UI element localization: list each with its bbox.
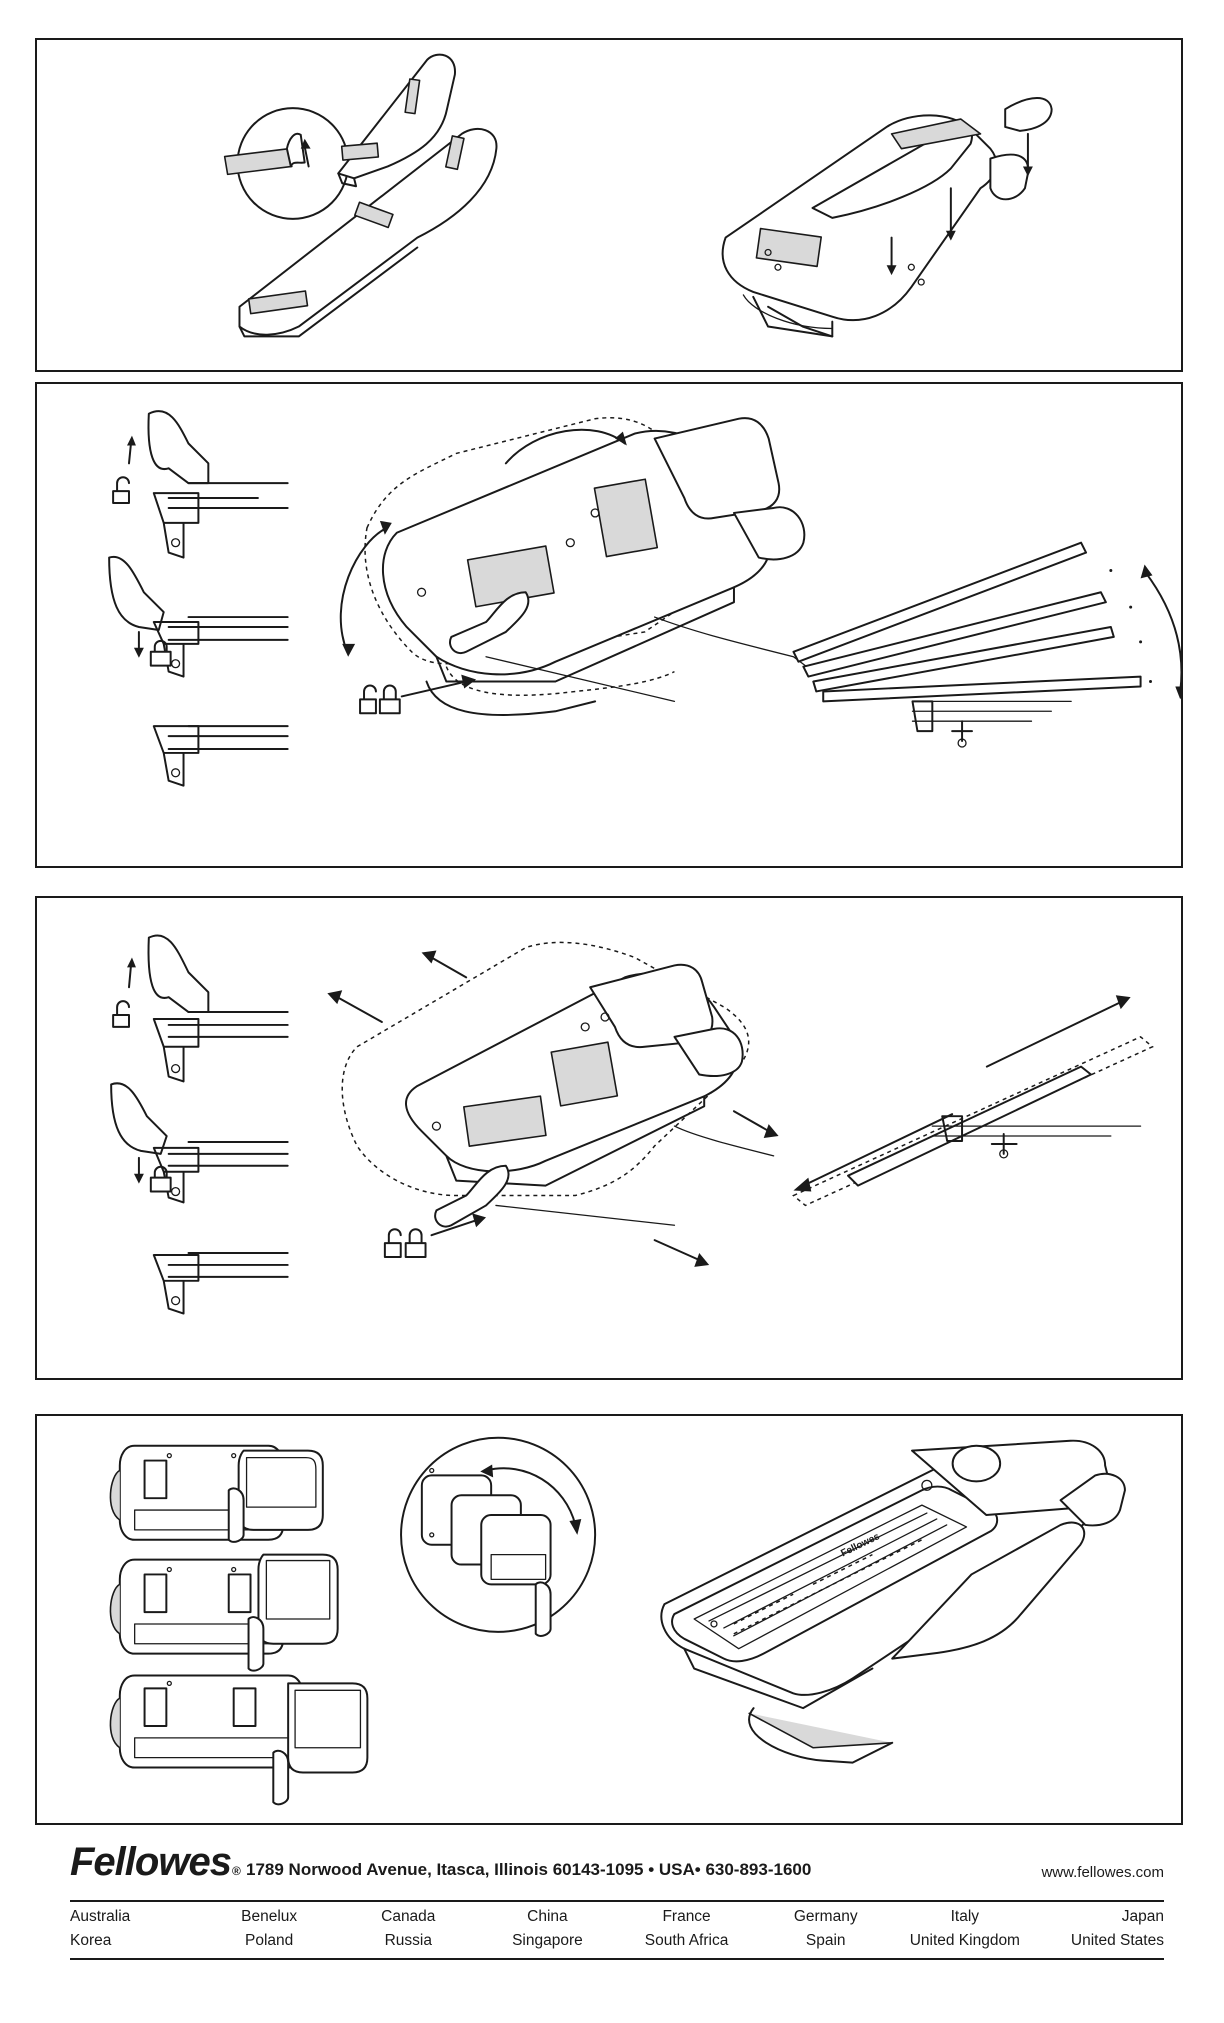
instruction-panel-1: [35, 38, 1183, 372]
mouse-position-step-1: [110, 1446, 322, 1542]
instruction-panel-4: Fellowes: [35, 1414, 1183, 1825]
lock-icon: [406, 1229, 426, 1257]
country-item: China: [487, 1908, 607, 1926]
lever-unlock-step: [113, 411, 288, 557]
lock-icon: [151, 1167, 171, 1192]
adhesive-peel-icon: [225, 108, 349, 219]
country-item: United Kingdom: [905, 1932, 1025, 1950]
country-item: Italy: [905, 1908, 1025, 1926]
lever-lock-step: [111, 1083, 288, 1202]
country-item: South Africa: [627, 1932, 747, 1950]
lever-lock-step: [109, 557, 288, 677]
rotate-arrow-icon: [401, 1438, 595, 1636]
slide-side-view: [793, 995, 1152, 1205]
lever-neutral-step: [154, 1253, 288, 1313]
country-item: Korea: [70, 1932, 190, 1950]
unlock-icon: [360, 685, 376, 713]
instruction-panel-2: [35, 382, 1183, 868]
sliding-tray: [327, 942, 778, 1266]
registered-mark: ®: [232, 1864, 240, 1878]
country-item: Singapore: [487, 1932, 607, 1950]
tilt-adjustment-illustration: [37, 384, 1181, 866]
country-item: Canada: [348, 1908, 468, 1926]
slide-adjustment-illustration: [37, 898, 1181, 1378]
country-item: Poland: [209, 1932, 329, 1950]
unlock-icon: [113, 1001, 129, 1027]
country-item: Australia: [70, 1908, 190, 1926]
keyboard-tray-with-pads: [723, 98, 1052, 336]
tilt-angle-side-view: [793, 543, 1181, 747]
mouse-platform-illustration: Fellowes: [37, 1416, 1181, 1823]
country-item: Germany: [766, 1908, 886, 1926]
website-link[interactable]: www.fellowes.com: [1041, 1864, 1164, 1881]
palm-rest-assembly-illustration: [37, 40, 1181, 370]
fellowes-logo: Fellowes®: [70, 1840, 240, 1885]
country-item: Russia: [348, 1932, 468, 1950]
country-item: Spain: [766, 1932, 886, 1950]
logo-text: Fellowes: [70, 1840, 231, 1884]
country-item: Japan: [1044, 1908, 1164, 1926]
unlock-icon: [385, 1229, 401, 1257]
lever-neutral-step: [154, 726, 288, 786]
footer-divider-bottom: [70, 1958, 1164, 1960]
mouse-position-step-3: [110, 1675, 367, 1804]
country-item: United States: [1044, 1932, 1164, 1950]
country-row-2: Korea Poland Russia Singapore South Afri…: [70, 1932, 1164, 1950]
instruction-panel-3: [35, 896, 1183, 1380]
keyboard-tray-final: Fellowes: [661, 1441, 1125, 1763]
tilting-tray: [341, 418, 814, 715]
company-address: 1789 Norwood Avenue, Itasca, Illinois 60…: [246, 1860, 811, 1880]
mouse-position-step-2: [110, 1555, 337, 1671]
footer-divider-top: [70, 1900, 1164, 1902]
country-item: France: [627, 1908, 747, 1926]
lock-icon: [380, 685, 400, 713]
lever-unlock-step: [113, 935, 288, 1081]
country-item: Benelux: [209, 1908, 329, 1926]
country-row-1: Australia Benelux Canada China France Ge…: [70, 1908, 1164, 1926]
